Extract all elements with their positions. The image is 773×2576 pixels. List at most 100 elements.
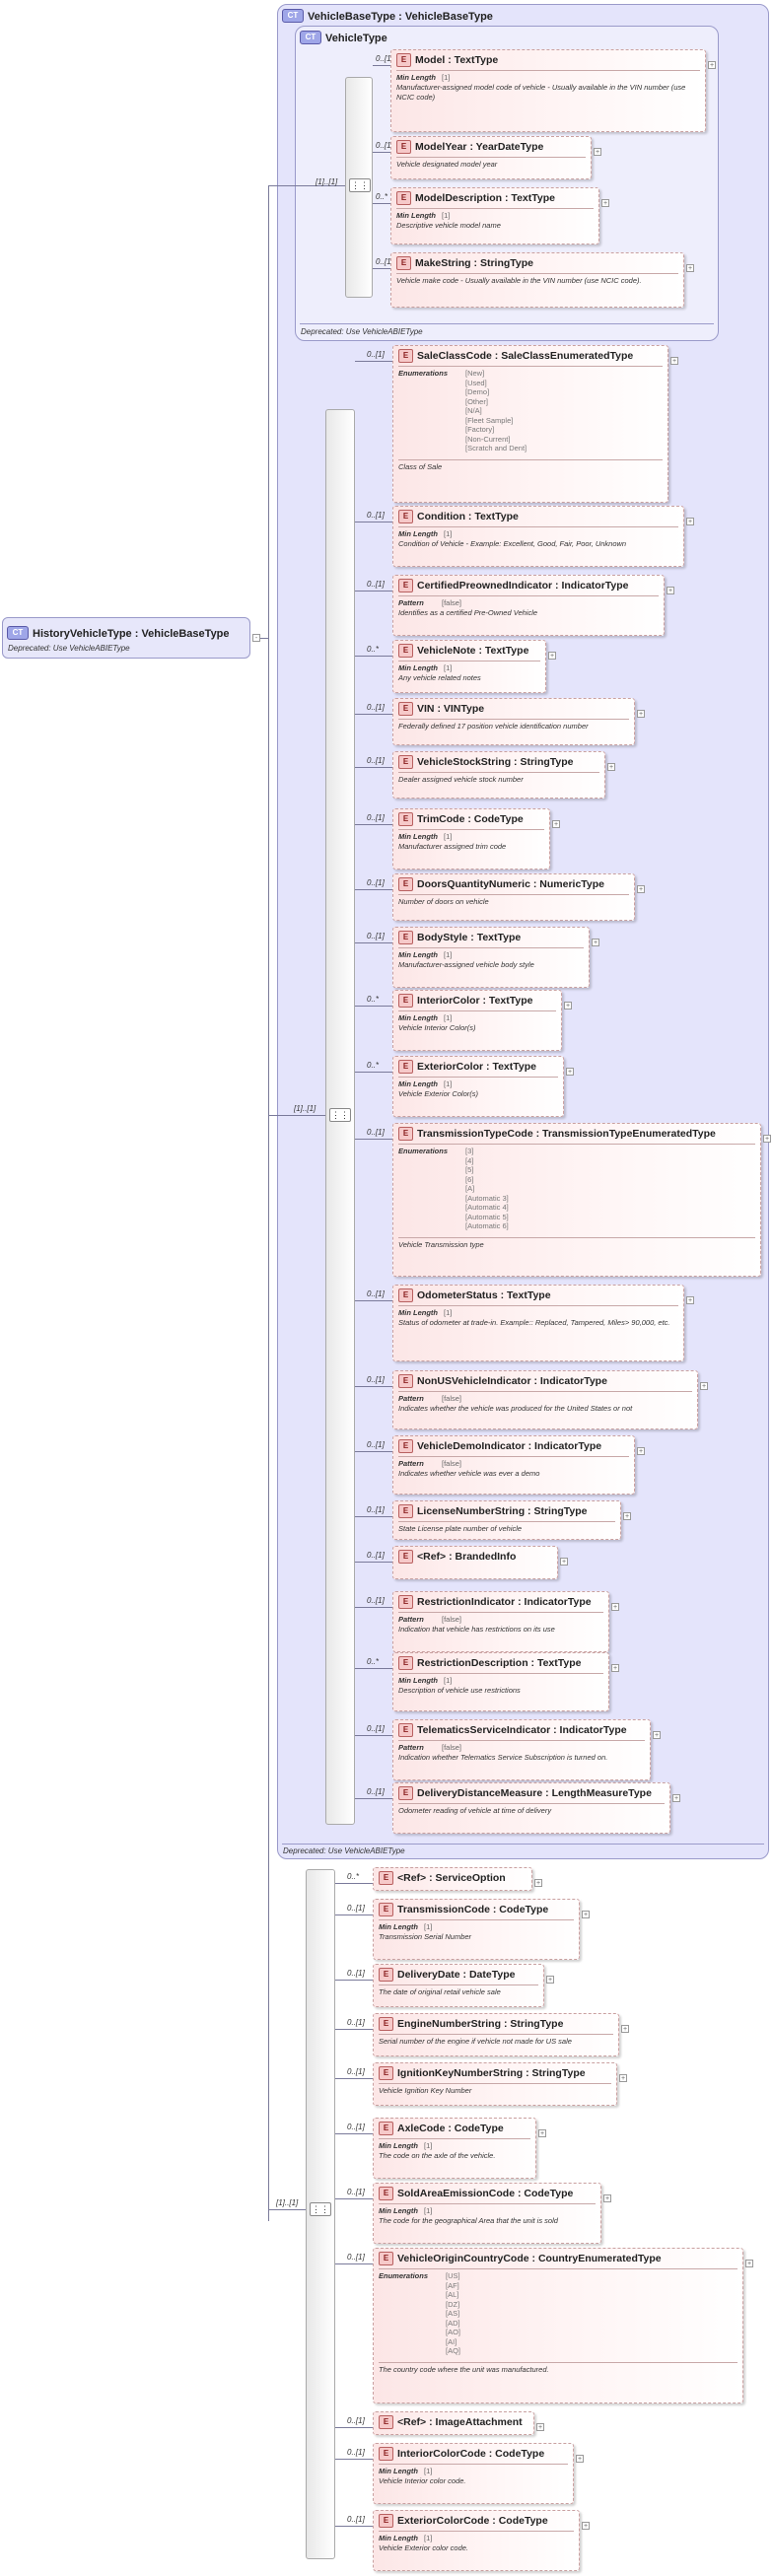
expand-icon[interactable]: +: [603, 2194, 611, 2202]
expand-icon[interactable]: +: [623, 1512, 631, 1520]
expand-icon[interactable]: +: [607, 763, 615, 771]
element-type: : CodeType: [467, 813, 524, 825]
expand-icon[interactable]: +: [637, 1447, 645, 1455]
history-element-0[interactable]: E<Ref> : ServiceOption: [373, 1867, 532, 1891]
vehicle-base-element-16[interactable]: E<Ref> : BrandedInfo: [392, 1546, 558, 1579]
expand-icon[interactable]: +: [700, 1382, 708, 1390]
connector-line: [355, 1139, 392, 1140]
root-deprecation-note: Deprecated: Use VehicleABIEType: [8, 644, 130, 653]
expand-icon[interactable]: +: [582, 2522, 590, 2530]
history-element-8[interactable]: E<Ref> : ImageAttachment: [373, 2411, 534, 2435]
expand-icon[interactable]: +: [653, 1731, 661, 1739]
facet-row: Min Length[1]: [379, 1922, 574, 1932]
expand-icon[interactable]: +: [611, 1603, 619, 1611]
expand-icon[interactable]: +: [667, 587, 674, 594]
expand-icon[interactable]: +: [566, 1068, 574, 1076]
connector-line: [335, 2078, 373, 2079]
expand-icon[interactable]: +: [619, 2074, 627, 2082]
expand-icon[interactable]: +: [592, 939, 599, 946]
expand-icon[interactable]: +: [594, 148, 601, 156]
root-expand-icon[interactable]: -: [252, 634, 260, 642]
element-documentation: Vehicle Exterior Color(s): [398, 1089, 478, 1099]
facet-name: Min Length: [379, 2467, 418, 2476]
expand-icon[interactable]: +: [670, 357, 678, 365]
element-documentation: Identifies as a certified Pre-Owned Vehi…: [398, 608, 538, 618]
facet-value: [1]: [444, 832, 453, 842]
expand-icon[interactable]: +: [546, 1976, 554, 1984]
element-type: : CodeType: [448, 2123, 504, 2134]
facet-name: Min Length: [398, 663, 438, 673]
cardinality-label: 0..[1]: [347, 2188, 365, 2196]
expand-icon[interactable]: +: [672, 1794, 680, 1802]
facet-row: Pattern[false]: [398, 598, 659, 608]
expand-icon[interactable]: +: [637, 710, 645, 718]
cardinality-label: 0..*: [367, 1061, 380, 1070]
expand-icon[interactable]: +: [763, 1135, 771, 1143]
expand-icon[interactable]: +: [536, 2423, 544, 2431]
expand-icon[interactable]: +: [582, 1911, 590, 1918]
cardinality-label: 0..[1]: [367, 703, 385, 712]
expand-icon[interactable]: +: [552, 820, 560, 828]
element-documentation: Dealer assigned vehicle stock number: [398, 775, 524, 785]
facet-row: Min Length[1]: [398, 1676, 603, 1686]
element-documentation: Transmission Serial Number: [379, 1932, 472, 1942]
expand-icon[interactable]: +: [621, 2025, 629, 2033]
expand-icon[interactable]: +: [686, 1296, 694, 1304]
expand-icon[interactable]: +: [548, 652, 556, 660]
expand-icon[interactable]: +: [538, 2129, 546, 2137]
complex-type-icon: CT: [300, 30, 321, 44]
expand-icon[interactable]: +: [534, 1879, 542, 1887]
element-documentation: Descriptive vehicle model name: [396, 221, 501, 231]
connector-line: [355, 714, 392, 715]
expand-icon[interactable]: +: [686, 264, 694, 272]
expand-icon[interactable]: +: [637, 885, 645, 893]
divider: [379, 2361, 738, 2363]
facet-value: [false]: [442, 598, 462, 608]
expand-icon[interactable]: +: [576, 2455, 584, 2463]
expand-icon[interactable]: +: [745, 2260, 753, 2267]
expand-icon[interactable]: +: [564, 1002, 572, 1010]
expand-icon[interactable]: +: [686, 518, 694, 525]
expand-icon[interactable]: +: [611, 1664, 619, 1672]
element-icon: E: [379, 1871, 393, 1886]
expand-icon[interactable]: +: [560, 1558, 568, 1566]
expand-icon[interactable]: +: [601, 199, 609, 207]
expand-icon[interactable]: +: [708, 61, 716, 69]
element-icon: E: [398, 1550, 413, 1565]
